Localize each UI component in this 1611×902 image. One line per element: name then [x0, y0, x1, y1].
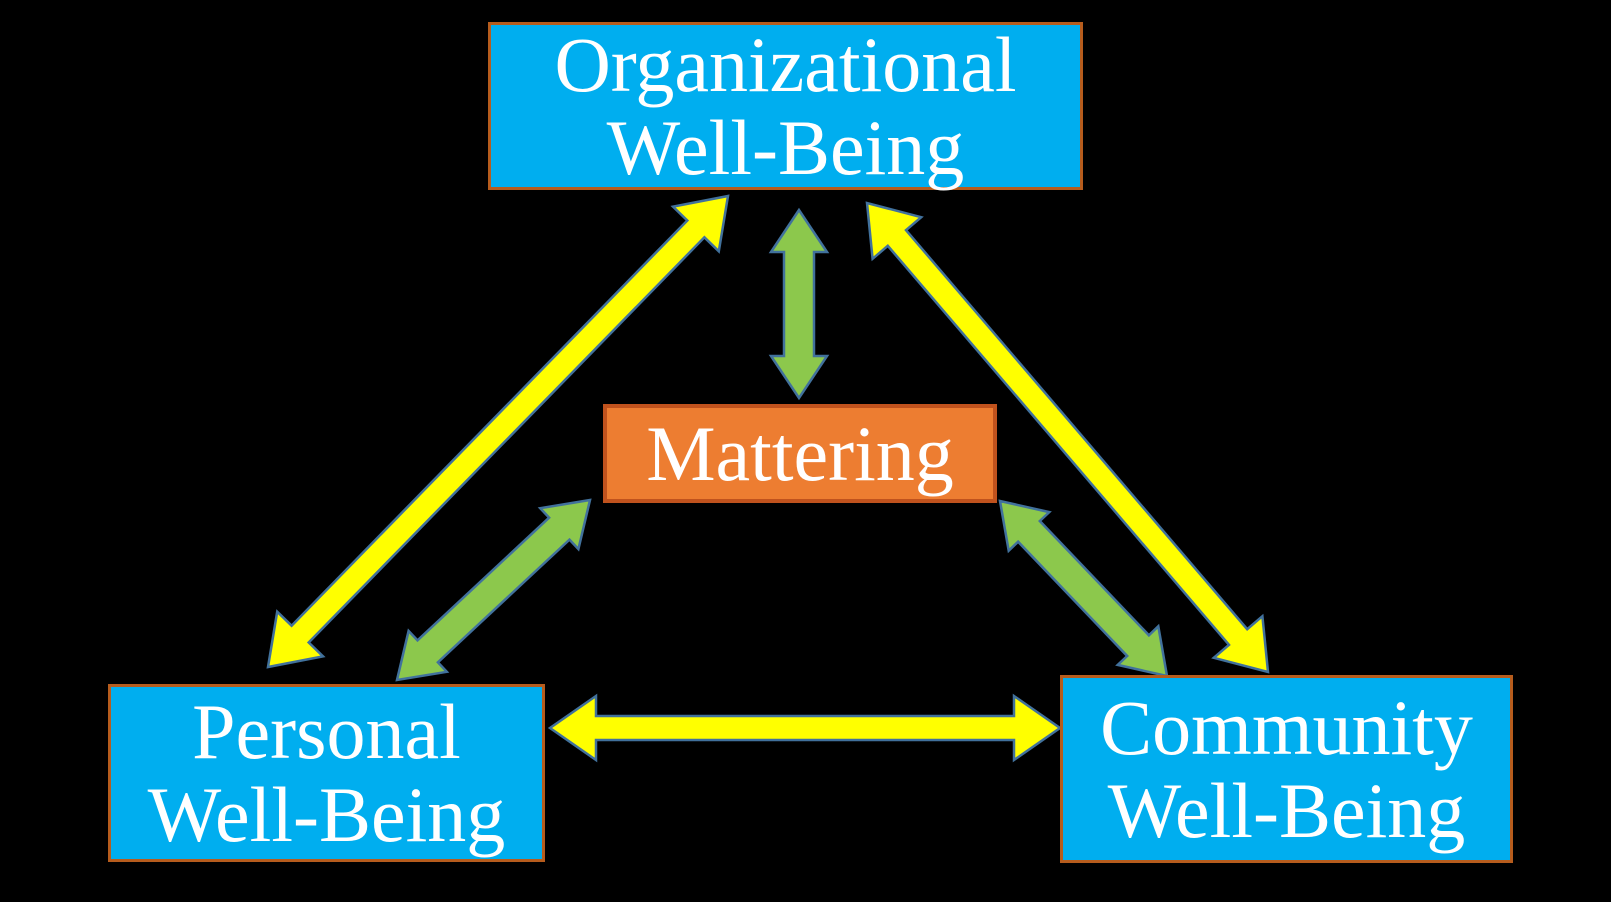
- arrow-organizational-mattering: [768, 207, 830, 401]
- community-well-being-label: Community Well-Being: [1100, 683, 1473, 854]
- arrow-organizational-personal: [266, 194, 730, 669]
- personal-well-being-label: Personal Well-Being: [147, 687, 506, 858]
- node-personal-well-being: Personal Well-Being: [108, 684, 545, 862]
- arrow-organizational-community: [865, 201, 1270, 674]
- node-community-well-being: Community Well-Being: [1060, 675, 1513, 863]
- node-organizational-well-being: Organizational Well-Being: [488, 22, 1083, 190]
- arrow-personal-community: [547, 693, 1063, 763]
- node-mattering: Mattering: [603, 404, 997, 503]
- mattering-label: Mattering: [646, 409, 954, 497]
- arrow-mattering-personal: [395, 498, 592, 682]
- organizational-well-being-label: Organizational Well-Being: [554, 20, 1017, 191]
